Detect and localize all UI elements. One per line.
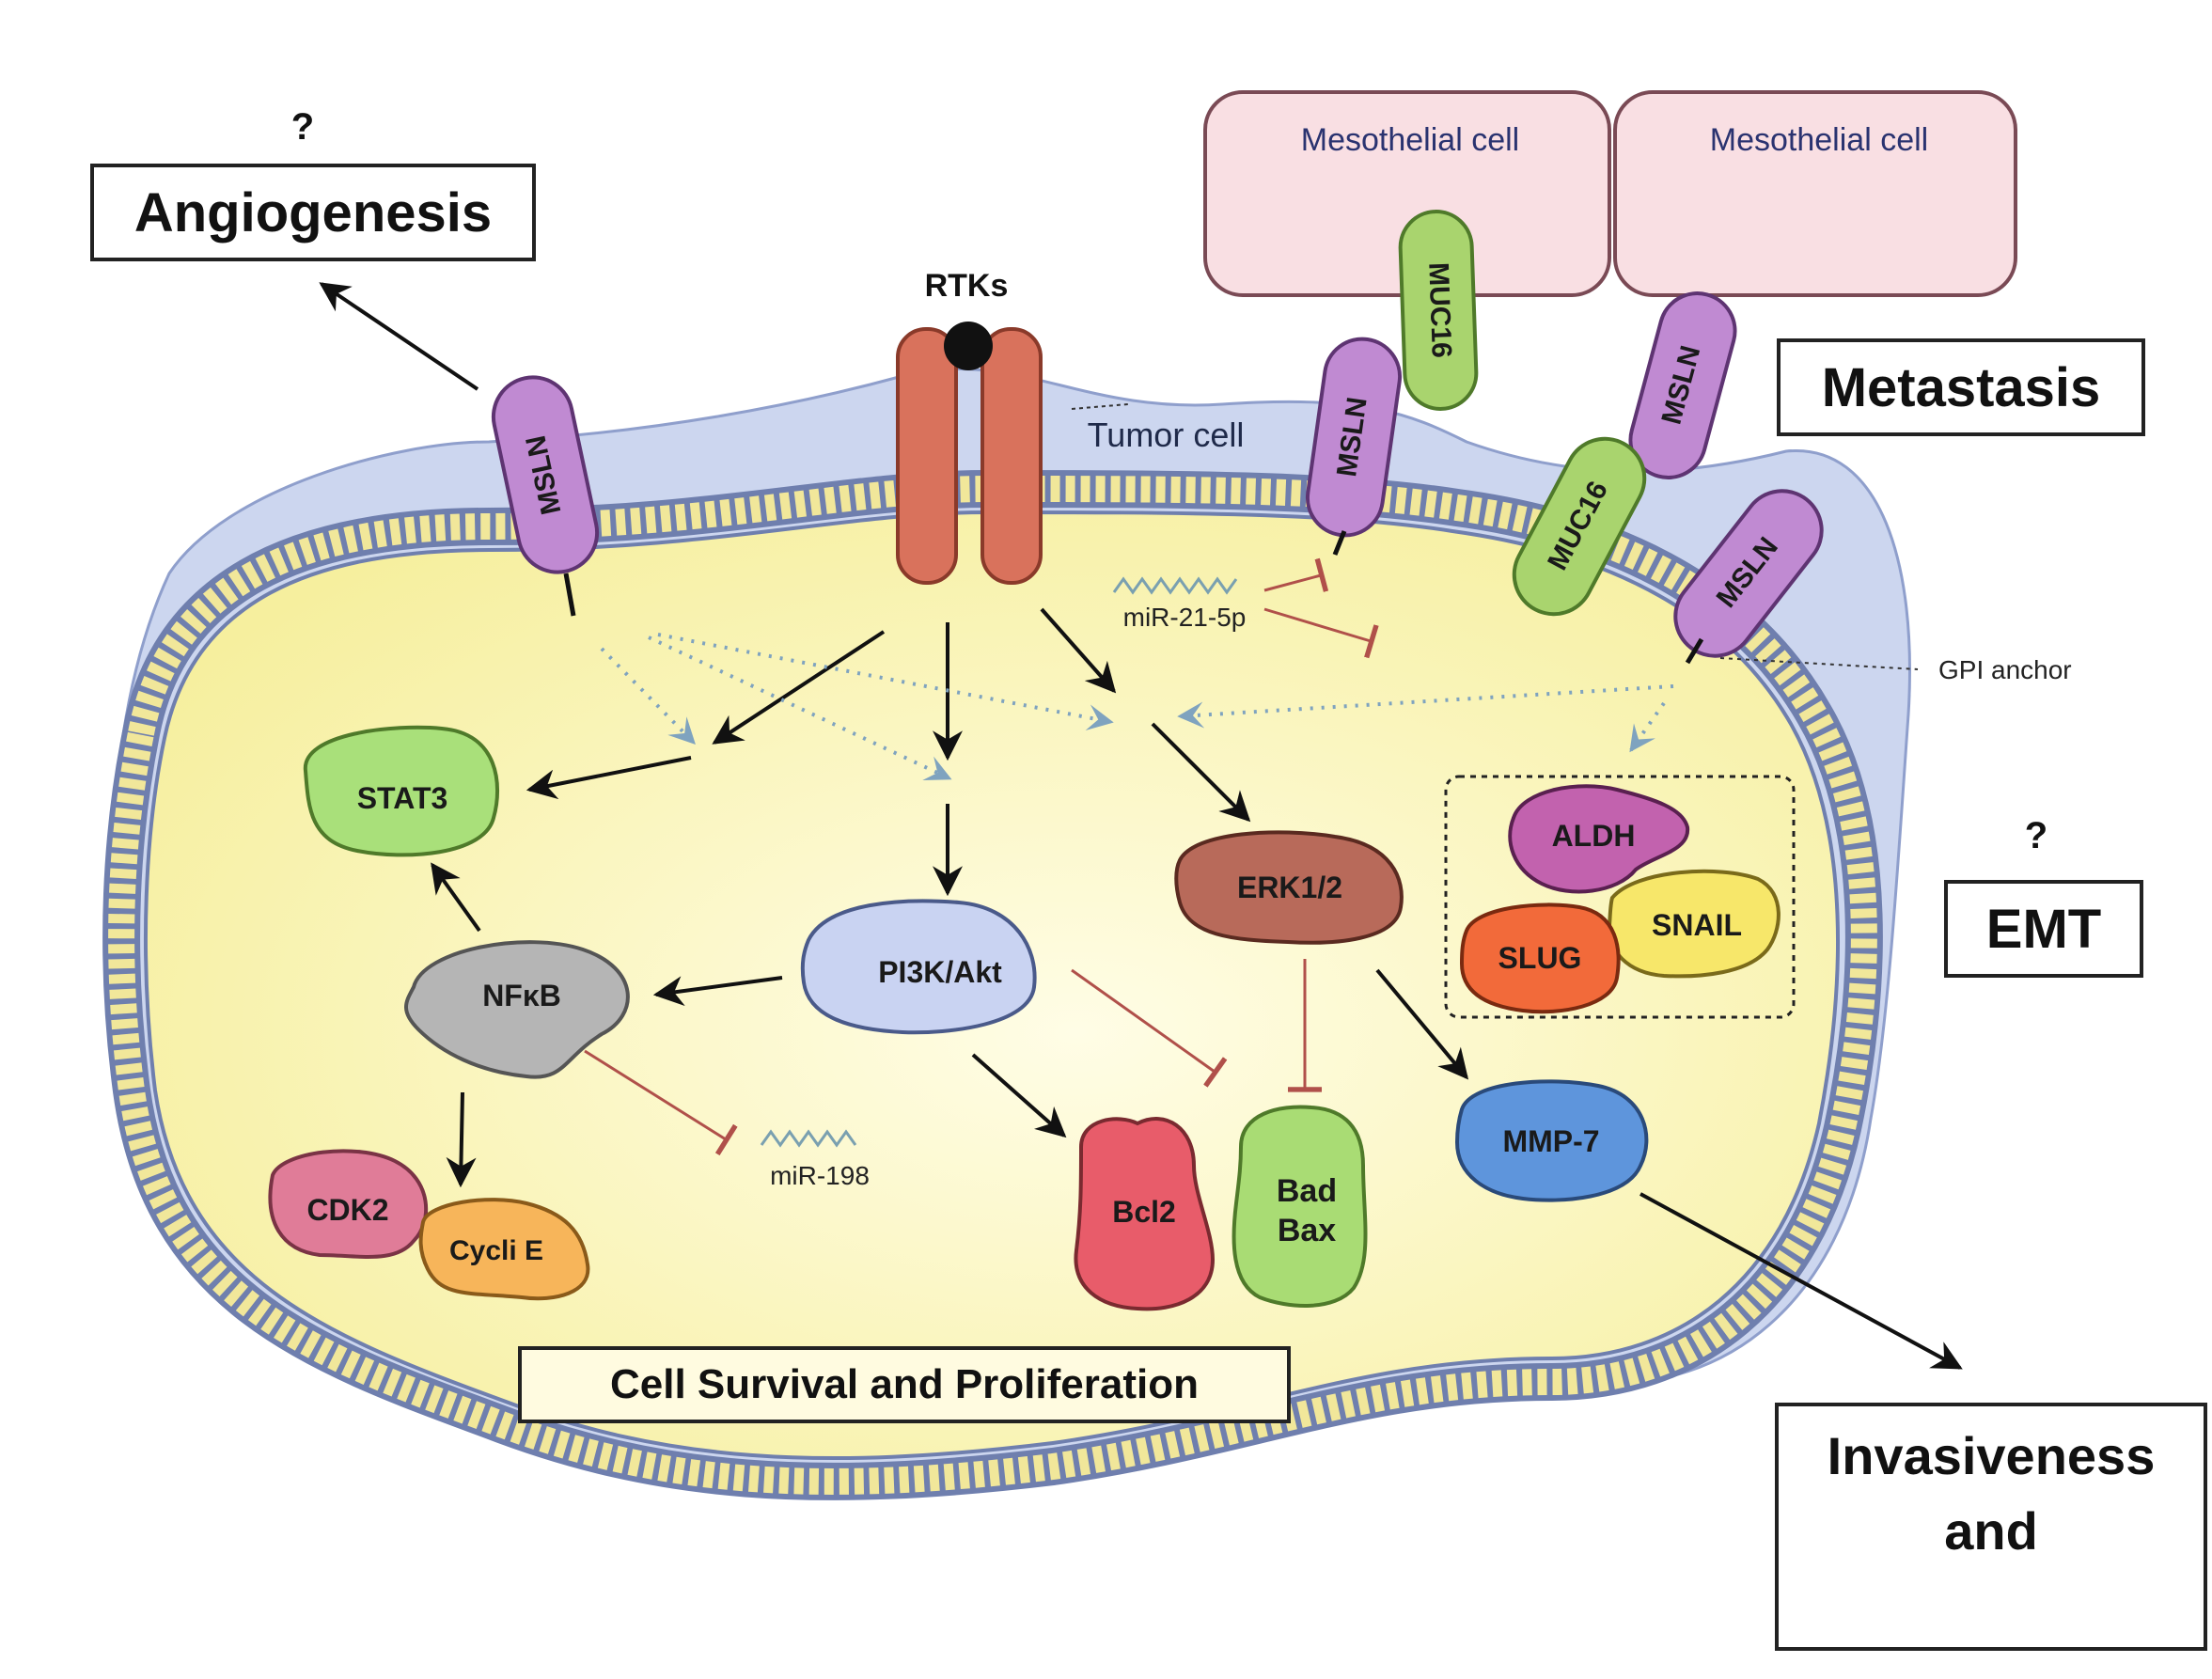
msln-right: MSLN	[1673, 489, 1824, 658]
mmp7-label: MMP-7	[1502, 1124, 1599, 1158]
pi3k-akt-protein: PI3K/Akt	[800, 899, 1037, 1035]
erk-protein: ERK1/2	[1174, 830, 1404, 945]
mmp7-protein: MMP-7	[1454, 1079, 1649, 1202]
invasiveness-label-line2: and	[1944, 1501, 2038, 1561]
emt-marker-group	[1444, 775, 1796, 1019]
tumor-cell-label: Tumor cell	[1088, 416, 1245, 454]
cdk2-label: CDK2	[306, 1193, 388, 1227]
msln-top-right: MSLN	[1628, 291, 1737, 479]
cell-survival-box: Cell Survival and Proliferation	[518, 1346, 1291, 1423]
mesothelial-left-label: Mesothelial cell	[1301, 122, 1519, 158]
mir21-mirna: miR-21-5p	[1112, 576, 1247, 632]
mir198-label: miR-198	[770, 1161, 870, 1190]
rtks-label: RTKs	[925, 268, 1009, 304]
bcl2-label: Bcl2	[1112, 1195, 1176, 1229]
mir21-label: miR-21-5p	[1123, 603, 1247, 632]
cyclin-e-protein: Cycli E	[418, 1198, 590, 1301]
snail-label: SNAIL	[1652, 908, 1742, 942]
invasiveness-box: Invasiveness and	[1775, 1403, 2207, 1651]
angiogenesis-question: ?	[291, 106, 314, 148]
bcl2-protein: Bcl2	[1074, 1117, 1216, 1311]
cyclin-e-label: Cycli E	[449, 1235, 543, 1266]
bad-label: Bad	[1277, 1173, 1337, 1209]
mesothelial-cell-left: Mesothelial cell	[1203, 90, 1611, 297]
muc16-right: MUC16	[1512, 436, 1647, 617]
rtk-receptor: RTKs	[896, 268, 1043, 585]
nfkb-label: NFκB	[482, 979, 561, 1012]
emt-label: EMT	[1986, 899, 2101, 960]
msln-left: MSLN	[491, 375, 600, 574]
emt-box: ? EMT	[1944, 815, 2143, 978]
metastasis-box: Metastasis	[1777, 338, 2145, 436]
gpi-anchor-label: GPI anchor	[1938, 655, 2072, 684]
mesothelial-right-label: Mesothelial cell	[1710, 122, 1928, 158]
mir198-mirna: miR-198	[760, 1129, 870, 1190]
stat3-label: STAT3	[357, 781, 448, 815]
activation-arrows	[319, 282, 1963, 1370]
slug-protein: SLUG	[1459, 902, 1621, 1014]
muc16-top: MUC16	[1398, 210, 1479, 411]
snail-protein: SNAIL	[1607, 869, 1781, 979]
mesothelial-cell-right: Mesothelial cell	[1613, 90, 2017, 297]
stat3-protein: STAT3	[303, 725, 500, 857]
emt-question: ?	[2025, 815, 2047, 856]
nfkb-protein: NFκB	[404, 940, 630, 1079]
inhibition-lines	[584, 557, 1379, 1156]
muc16-top-label: MUC16	[1422, 262, 1457, 359]
aldh-label: ALDH	[1552, 819, 1636, 853]
metastasis-label: Metastasis	[1822, 357, 2101, 418]
erk-label: ERK1/2	[1237, 871, 1342, 904]
dotted-arrows	[600, 633, 1674, 780]
bad-bax-protein: Bad Bax	[1232, 1105, 1368, 1308]
invasiveness-label-line1: Invasiveness	[1828, 1426, 2156, 1485]
angiogenesis-label: Angiogenesis	[134, 182, 492, 243]
angiogenesis-box: ? Angiogenesis	[90, 106, 536, 261]
cell-survival-label: Cell Survival and Proliferation	[610, 1361, 1199, 1407]
pi3k-akt-label: PI3K/Akt	[878, 955, 1002, 989]
cdk2-protein: CDK2	[268, 1149, 428, 1259]
slug-label: SLUG	[1498, 941, 1582, 975]
aldh-protein: ALDH	[1508, 784, 1690, 894]
bax-label: Bax	[1278, 1213, 1336, 1248]
msln-middle: MSLN	[1305, 337, 1403, 538]
